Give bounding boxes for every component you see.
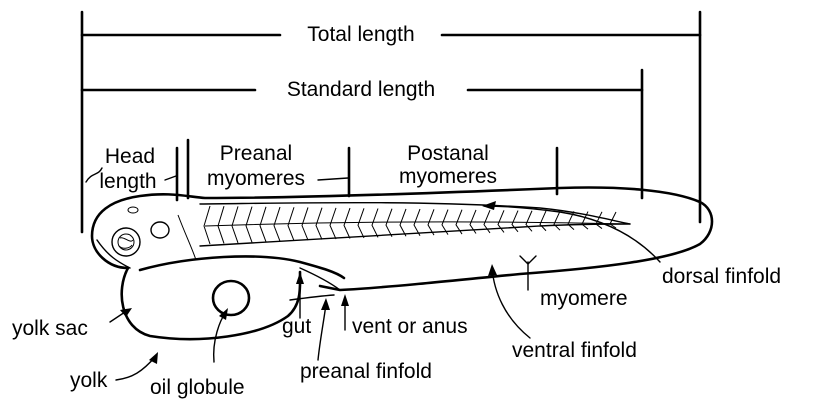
myomere-chevron [400, 209, 406, 236]
myomere-chevron [218, 206, 224, 243]
yolk-label: yolk [70, 369, 108, 392]
preanal-finfold-label: preanal finfold [300, 360, 432, 383]
vent-label: vent or anus [352, 315, 468, 338]
ventral-finfold-label: ventral finfold [512, 339, 637, 362]
postanal-myomeres-label-line1: Postanal [407, 142, 489, 165]
myomere-chevron [316, 208, 322, 240]
oil-globule-label: oil globule [150, 376, 245, 399]
dorsal-finfold-label: dorsal finfold [662, 265, 781, 288]
postanal-myomeres-label-line2: myomeres [399, 165, 497, 188]
yolk-sac-shape [122, 268, 300, 339]
head-length-label-line2: length [99, 170, 156, 193]
myomere-chevron [554, 211, 560, 230]
myomere-chevron [372, 208, 378, 237]
myomere-chevron [512, 211, 518, 232]
total-length-label: Total length [307, 23, 414, 46]
myomere-chevron [540, 211, 546, 231]
myomere-chevron [302, 207, 308, 240]
yolk-sac-label: yolk sac [12, 317, 88, 340]
gut-label: gut [282, 315, 311, 338]
preanal-myomeres-label-line2: myomeres [207, 167, 305, 190]
oil-globule-shape [213, 281, 249, 315]
myomere-chevron [596, 212, 602, 229]
standard-length-label: Standard length [287, 78, 435, 101]
myomere-chevron [414, 209, 420, 236]
head-length-label-line1: Head [105, 145, 155, 168]
myomere-chevron [358, 208, 364, 238]
myomere-chevron [526, 211, 532, 232]
eye-shape [112, 228, 140, 256]
myomere-label: myomere [540, 287, 628, 310]
myomere-chevron [344, 208, 350, 238]
myomere-chevron [204, 206, 210, 244]
myomere-chevron [330, 208, 336, 239]
preanal-myomeres-label-line1: Preanal [220, 142, 292, 165]
myomere-chevron [386, 209, 392, 237]
